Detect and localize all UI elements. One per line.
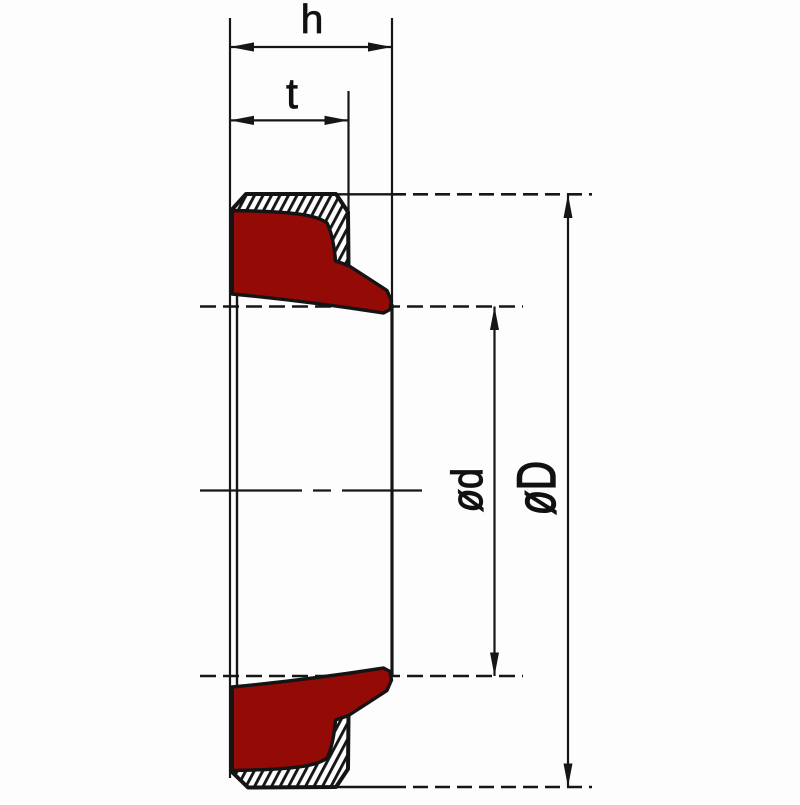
svg-text:øD: øD [505,461,567,515]
svg-text:h: h [301,0,324,42]
svg-text:ød: ød [443,468,492,512]
svg-text:t: t [286,70,298,118]
